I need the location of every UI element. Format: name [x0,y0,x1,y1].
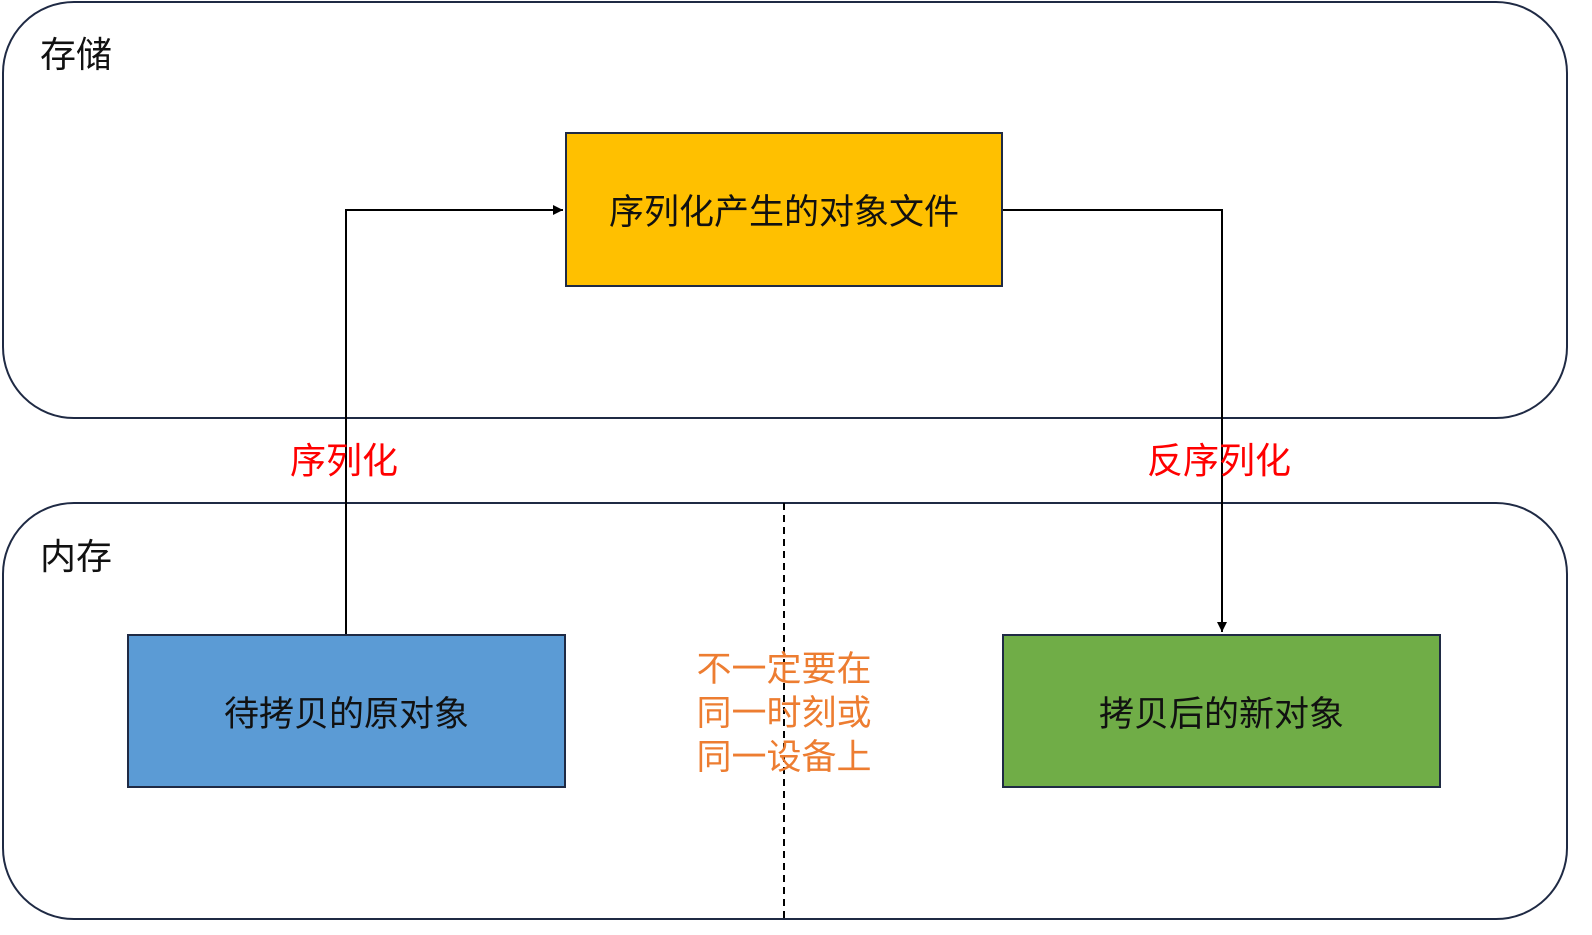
deserialize-label: 反序列化 [1147,441,1292,482]
timing-note: 不一定要在 同一时刻或 同一设备上 [664,648,904,780]
new-object-box: 拷贝后的新对象 [1002,634,1441,788]
serialize-label: 序列化 [290,441,399,482]
new-object-label: 拷贝后的新对象 [1098,694,1344,735]
timing-note-line: 不一定要在 [696,650,872,690]
storage-region-label: 存储 [40,35,113,76]
original-object-label: 待拷贝的原对象 [223,694,469,735]
serialized-file-label: 序列化产生的对象文件 [608,193,959,233]
original-object-box: 待拷贝的原对象 [127,634,566,788]
serialized-file-box: 序列化产生的对象文件 [565,132,1003,287]
timing-note-line: 同一设备上 [696,738,872,778]
timing-note-line: 同一时刻或 [696,694,872,734]
memory-region-label: 内存 [40,537,113,578]
